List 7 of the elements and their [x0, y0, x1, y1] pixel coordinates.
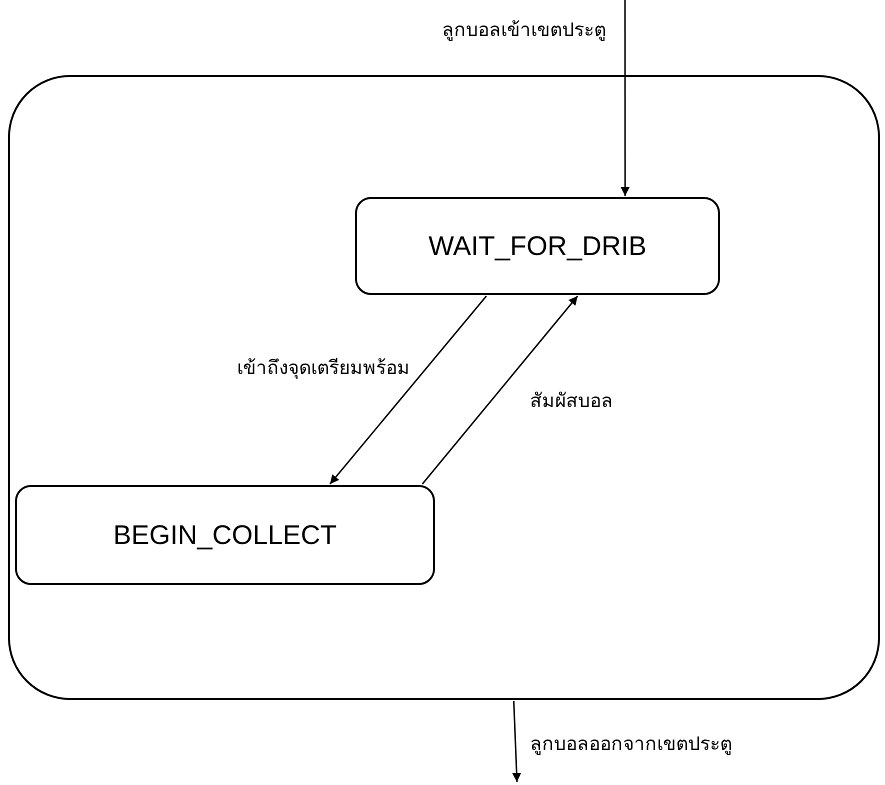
- arrow: [329, 296, 487, 484]
- container-box: [8, 75, 880, 700]
- state-box: BEGIN_COLLECT: [15, 485, 435, 585]
- arrow: [620, 0, 630, 196]
- arrow: [422, 296, 578, 484]
- arrow: [512, 700, 522, 782]
- state-box: WAIT_FOR_DRIB: [355, 197, 720, 295]
